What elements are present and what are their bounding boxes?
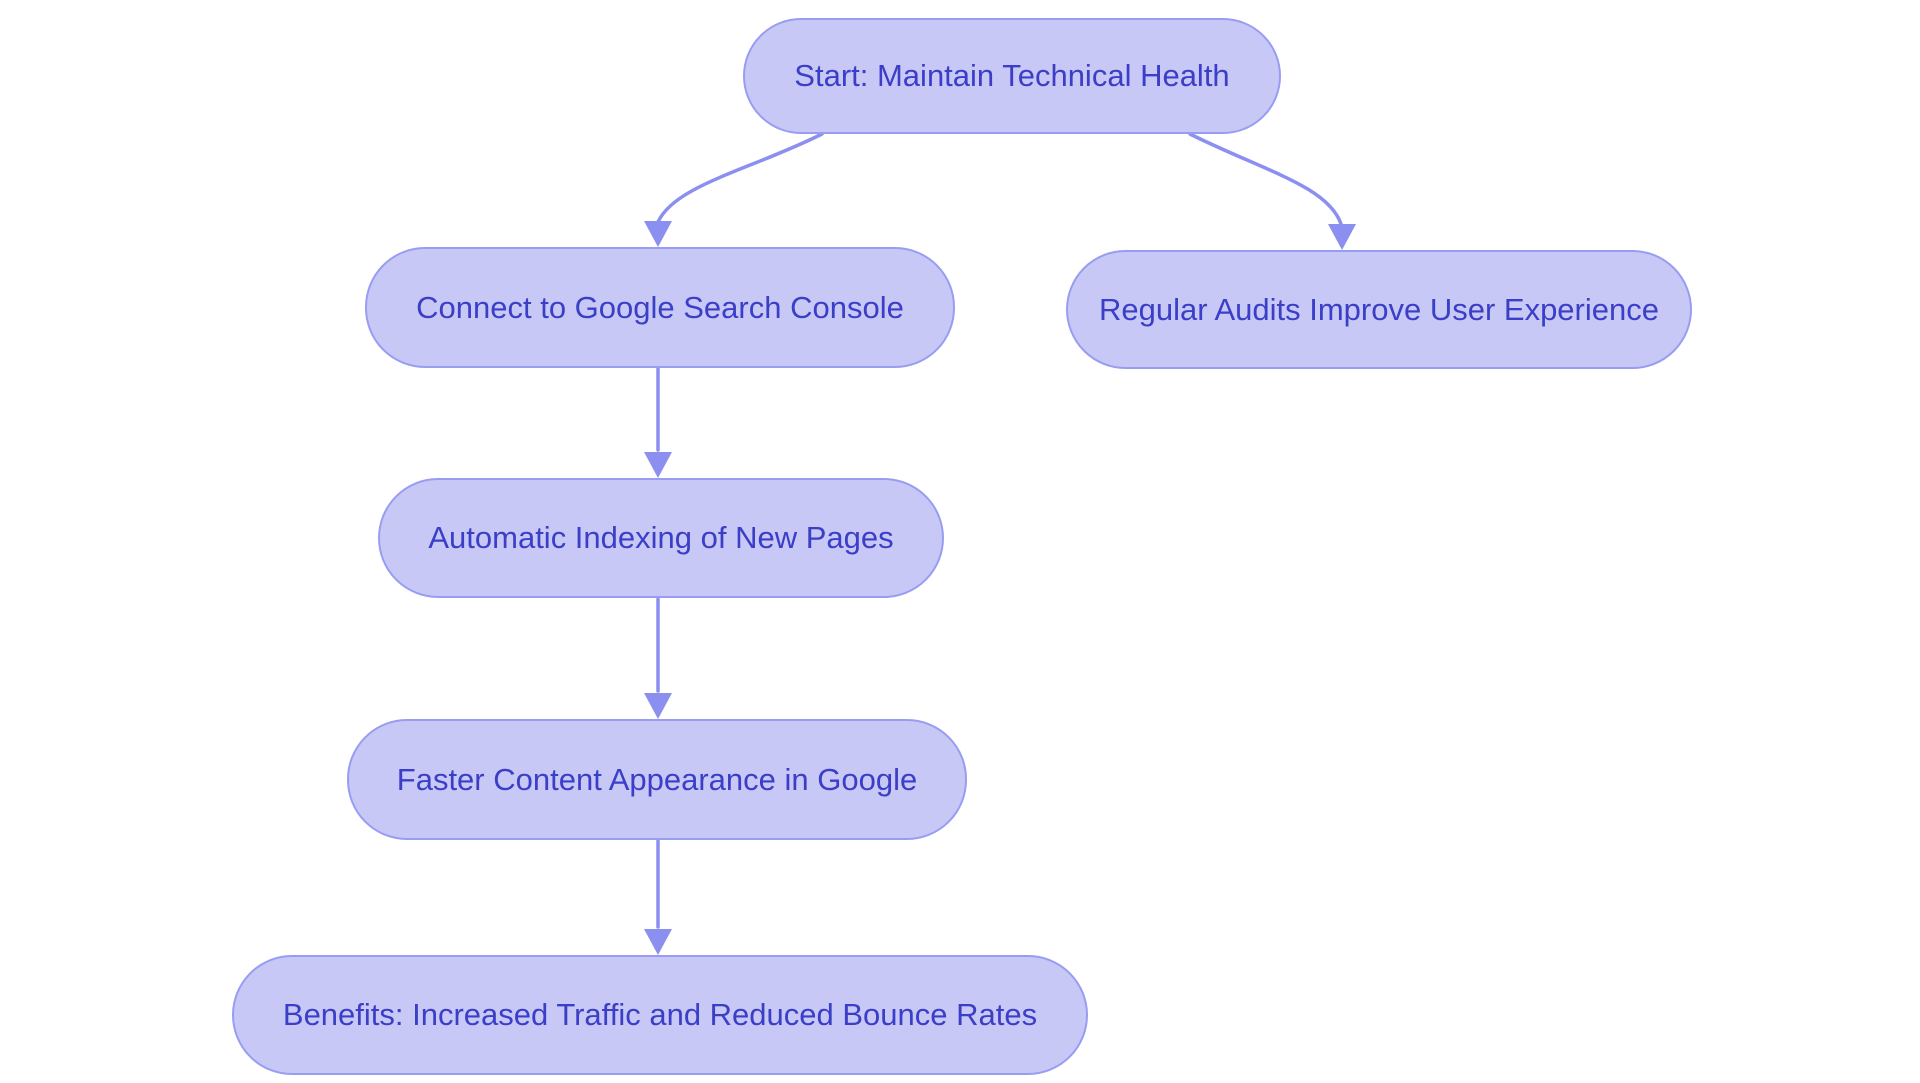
edge-connect-to-indexing <box>644 367 672 478</box>
flow-node-faster-appearance: Faster Content Appearance in Google <box>347 719 967 840</box>
edge-indexing-to-faster <box>644 597 672 719</box>
arrowhead-down-icon <box>644 929 672 955</box>
edge-faster-to-benefits <box>644 839 672 955</box>
flow-node-start: Start: Maintain Technical Health <box>743 18 1281 134</box>
flow-node-regular-audits-label: Regular Audits Improve User Experience <box>1099 291 1659 327</box>
flow-node-auto-indexing-label: Automatic Indexing of New Pages <box>428 520 894 556</box>
edge-start-to-connect <box>644 132 824 247</box>
flow-node-benefits-label: Benefits: Increased Traffic and Reduced … <box>282 997 1038 1033</box>
arrowhead-down-icon <box>644 693 672 719</box>
flow-node-connect-gsc: Connect to Google Search Console <box>365 247 955 368</box>
flow-node-faster-appearance-label: Faster Content Appearance in Google <box>396 761 918 797</box>
flow-node-start-label: Start: Maintain Technical Health <box>794 58 1230 94</box>
arrowhead-down-icon <box>644 452 672 478</box>
flow-node-regular-audits: Regular Audits Improve User Experience <box>1066 250 1692 369</box>
edge-start-to-audits-line <box>1188 132 1343 226</box>
arrowhead-down-icon <box>1328 224 1356 250</box>
flow-node-benefits: Benefits: Increased Traffic and Reduced … <box>232 955 1088 1075</box>
edge-start-to-audits <box>1188 132 1356 250</box>
arrowhead-down-icon <box>644 221 672 247</box>
flow-node-connect-gsc-label: Connect to Google Search Console <box>416 289 904 325</box>
edge-start-to-connect-line <box>656 132 824 224</box>
flow-node-auto-indexing: Automatic Indexing of New Pages <box>378 478 944 598</box>
